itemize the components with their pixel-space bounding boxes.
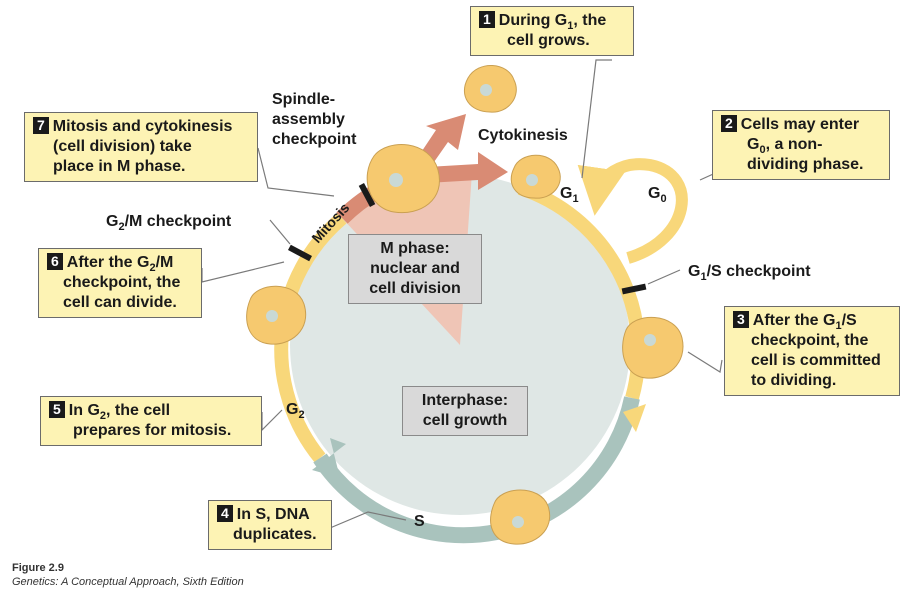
spindle-label-line-1: Spindle-	[272, 91, 336, 108]
g1s-checkpoint-bar	[621, 283, 647, 295]
spindle-checkpoint-bar	[358, 182, 376, 208]
g2m-checkpoint-label: G2/M checkpoint	[106, 213, 232, 234]
step-7-number: 7	[33, 117, 49, 134]
step-3-text-a: After the G1/S	[752, 312, 857, 333]
g0-loop	[577, 158, 688, 264]
cell-cytokinesis	[510, 154, 561, 199]
m-phase-line-2: nuclear and	[370, 260, 460, 277]
step-1-text-b: cell grows.	[507, 32, 590, 49]
step-3-text-b: checkpoint, the	[751, 332, 869, 349]
step-7-text-a: Mitosis and cytokinesis	[52, 118, 233, 135]
m-phase-label: M phase: nuclear and cell division	[348, 234, 482, 304]
cell-g1s	[622, 317, 684, 379]
cell-spindle	[366, 144, 440, 214]
interphase-label: Interphase: cell growth	[402, 386, 528, 436]
figure-source: Genetics: A Conceptual Approach, Sixth E…	[12, 576, 244, 588]
step-1-number: 1	[479, 11, 495, 28]
step-5-text-a: In G2, the cell	[68, 402, 171, 423]
g2m-checkpoint-bar	[287, 244, 313, 262]
step-4-text-b: duplicates.	[233, 526, 317, 543]
step-6-text-c: cell can divide.	[63, 294, 177, 311]
cell-top	[463, 65, 517, 113]
step-3-number: 3	[733, 311, 749, 328]
step-7-text-c: place in M phase.	[53, 158, 186, 175]
s-phase-arrowhead	[312, 438, 346, 478]
step-2-text-a: Cells may enter	[740, 116, 860, 133]
leader-lines	[201, 59, 737, 529]
step-3-text-d: to dividing.	[751, 372, 837, 389]
g1s-checkpoint-label: G1/S checkpoint	[688, 263, 811, 284]
m-phase-line-3: cell division	[369, 280, 461, 297]
step-1-text-a: During G1, the	[498, 12, 607, 33]
g1-label: G1	[560, 185, 579, 206]
spindle-label-line-3: checkpoint	[272, 131, 357, 148]
figure-number: Figure 2.9	[12, 562, 64, 574]
interphase-line-1: Interphase:	[421, 392, 509, 409]
step-7-text-b: (cell division) take	[53, 138, 192, 155]
interphase-line-2: cell growth	[422, 412, 508, 429]
step-2-number: 2	[721, 115, 737, 132]
cytokinesis-label: Cytokinesis	[478, 127, 568, 144]
g0-label: G0	[648, 185, 667, 206]
g2-label: G2	[286, 401, 305, 422]
cell-g2m	[246, 285, 307, 345]
step-6-text-b: checkpoint, the	[63, 274, 181, 291]
g1-arrowhead	[623, 404, 646, 432]
step-6-text-a: After the G2/M	[66, 254, 174, 275]
spindle-label-line-2: assembly	[272, 111, 345, 128]
step-3-text-c: cell is committed	[751, 352, 881, 369]
step-4-text-a: In S, DNA	[236, 506, 310, 523]
step-2-text-c: dividing phase.	[747, 156, 864, 173]
step-4-number: 4	[217, 505, 233, 522]
cell-s-phase	[490, 489, 551, 545]
step-6-number: 6	[47, 253, 63, 270]
s-label: S	[414, 513, 425, 530]
step-2-text-b: G0, a non-	[747, 136, 823, 157]
spindle-checkpoint-label: Spindle- assembly checkpoint	[272, 90, 356, 150]
step-5-text-b: prepares for mitosis.	[73, 422, 232, 439]
step-5-number: 5	[49, 401, 65, 418]
m-phase-line-1: M phase:	[380, 240, 450, 257]
